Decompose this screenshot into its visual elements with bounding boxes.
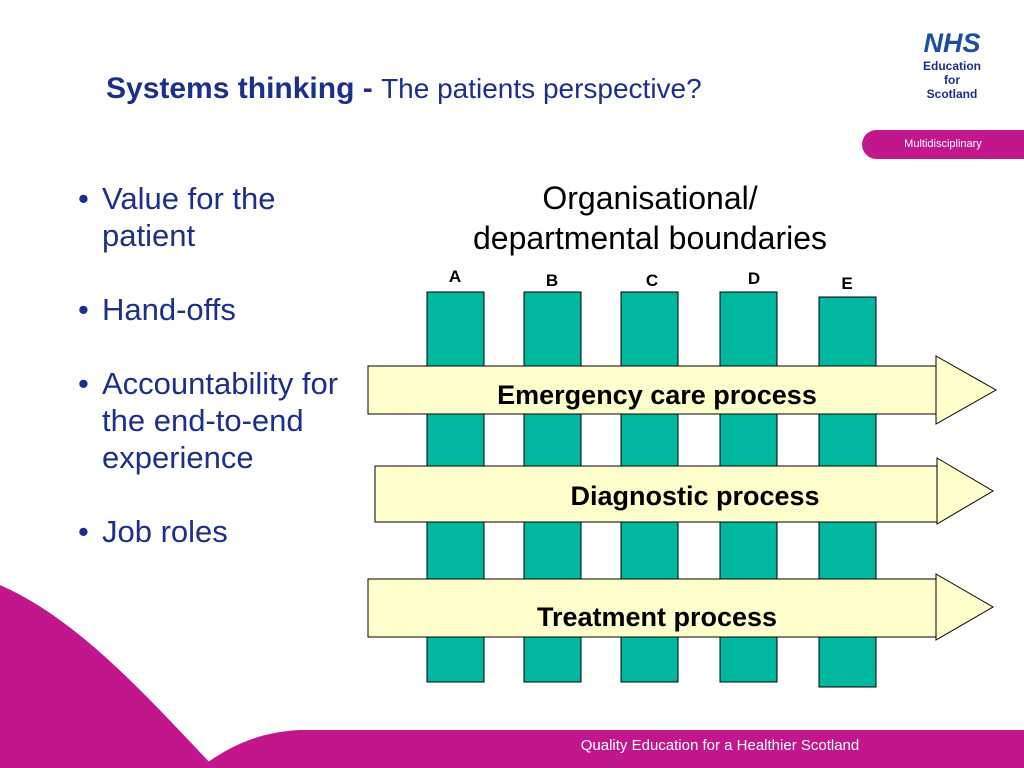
bullet-dot-icon: •: [78, 366, 89, 401]
arrow-head-icon: [935, 355, 998, 425]
process-label: Diagnostic process: [570, 481, 819, 511]
diagram-heading-line-2: departmental boundaries: [472, 220, 827, 256]
logo-line-1: Education: [922, 59, 981, 73]
title-bold: Systems thinking -: [106, 72, 382, 105]
process-bar: [374, 465, 938, 523]
process-emergency-care-process: Emergency care process: [367, 355, 998, 425]
column-label-c: C: [646, 271, 658, 290]
process-treatment-process: Treatment process: [367, 573, 994, 641]
column-label-d: D: [748, 269, 760, 288]
bullet-item: •Accountability for the end-to-end exper…: [78, 366, 339, 475]
process-bar: [367, 578, 937, 638]
column-label-b: B: [546, 271, 558, 290]
bullet-item: •Value for the patient: [78, 181, 276, 253]
process-label: Emergency care process: [497, 380, 817, 410]
decorative-swoosh: [0, 585, 215, 768]
boundary-column-labels: A B C D E: [449, 267, 853, 293]
logo-line-3: Scotland: [926, 87, 978, 101]
title-normal: The patients perspective?: [381, 73, 702, 104]
category-tag: Multidisciplinary: [862, 130, 1024, 159]
nhs-logo: NHS Education for Scotland: [912, 28, 992, 101]
arrow-head-icon: [936, 457, 994, 525]
diagram-heading: Organisational/ departmental boundaries: [400, 178, 900, 258]
column-label-a: A: [449, 267, 461, 286]
footer-text: Quality Education for a Healthier Scotla…: [580, 737, 860, 754]
bullet-dot-icon: •: [78, 181, 89, 216]
bullet-item: •Hand-offs: [78, 292, 236, 327]
process-bar: [367, 365, 937, 415]
page-title: Systems thinking - The patients perspect…: [106, 72, 702, 106]
diagram-heading-line-1: Organisational/: [542, 180, 758, 216]
bullet-list: •Value for the patient •Hand-offs •Accou…: [78, 180, 368, 587]
column-label-e: E: [841, 274, 852, 293]
bullet-dot-icon: •: [78, 514, 89, 549]
nhs-logo-mark: NHS: [923, 28, 981, 58]
process-diagnostic-process: Diagnostic process: [374, 457, 994, 525]
bullet-item: •Job roles: [78, 514, 228, 549]
process-label: Treatment process: [537, 602, 777, 632]
arrow-head-icon: [935, 573, 994, 641]
bullet-dot-icon: •: [78, 292, 89, 327]
footer-bar: [200, 730, 1024, 768]
logo-line-2: for: [944, 73, 960, 87]
